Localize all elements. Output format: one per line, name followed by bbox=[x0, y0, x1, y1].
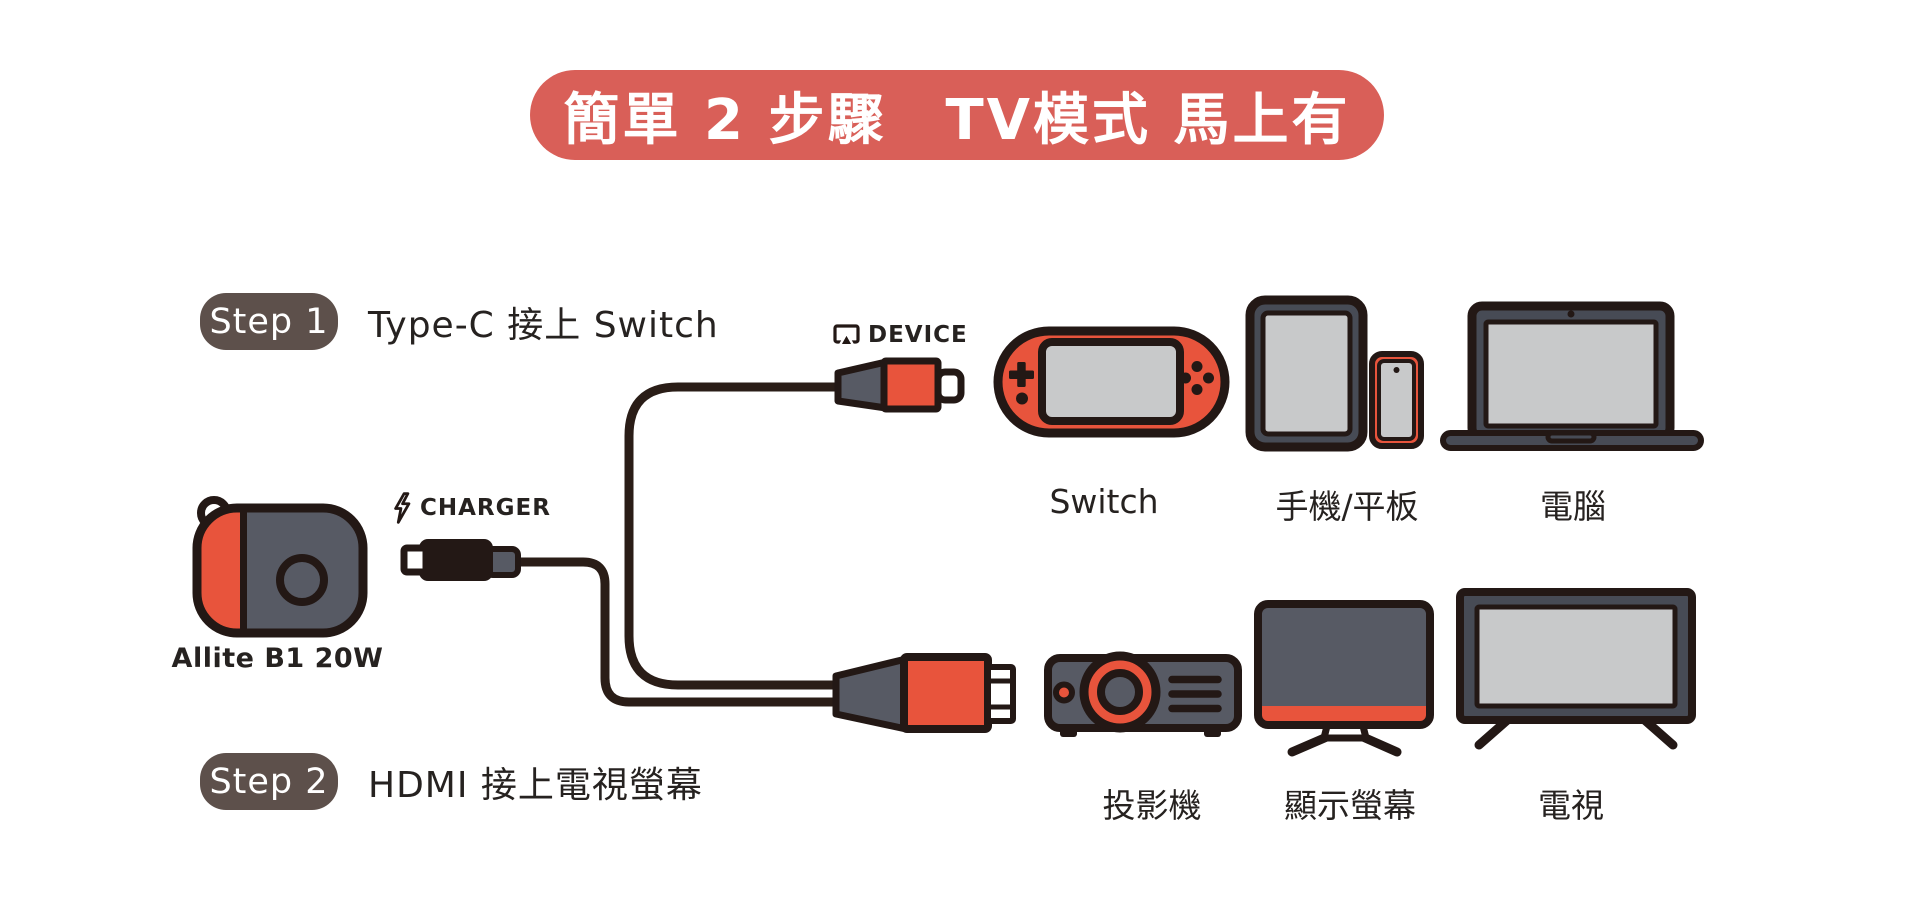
tablet-illustration bbox=[1245, 295, 1368, 452]
laptop-illustration bbox=[1440, 301, 1704, 451]
cable-charger-branch bbox=[509, 557, 850, 707]
projector-illustration bbox=[1044, 651, 1242, 737]
device-cable-label-text: DEVICE bbox=[868, 322, 968, 348]
charger-button bbox=[276, 554, 328, 606]
lightning-icon bbox=[394, 492, 411, 524]
switch-caption: Switch bbox=[1049, 482, 1159, 521]
cast-icon bbox=[833, 323, 860, 346]
cable-device-branch bbox=[624, 382, 850, 690]
projector-vents bbox=[1168, 675, 1222, 713]
projector-led-dot bbox=[1053, 681, 1075, 704]
title-banner: 簡單 2 步驟 TV模式 馬上有 bbox=[530, 70, 1384, 160]
switch-buttons bbox=[1180, 361, 1214, 395]
monitor-caption: 顯示螢幕 bbox=[1284, 786, 1416, 825]
projector-caption: 投影機 bbox=[1102, 786, 1202, 825]
computer-caption: 電腦 bbox=[1540, 487, 1606, 526]
step2-badge-text: Step 2 bbox=[209, 761, 329, 802]
step1-badge-text: Step 1 bbox=[209, 301, 329, 342]
device-cable-label: DEVICE bbox=[833, 322, 968, 348]
step1-badge: Step 1 bbox=[200, 293, 338, 350]
tv-caption: 電視 bbox=[1538, 786, 1604, 825]
step2-badge: Step 2 bbox=[200, 753, 338, 810]
charger-plug-illustration bbox=[400, 539, 521, 581]
monitor-illustration bbox=[1254, 600, 1434, 757]
hdmi-connector-illustration bbox=[832, 653, 1016, 733]
typec-connector-illustration bbox=[834, 357, 965, 413]
charger-caption: Allite B1 20W bbox=[171, 643, 384, 674]
switch-screen bbox=[1038, 338, 1184, 425]
charger-illustration bbox=[192, 496, 368, 638]
charger-cable-label-text: CHARGER bbox=[420, 495, 551, 521]
phone-illustration bbox=[1369, 351, 1424, 449]
tv-illustration bbox=[1456, 588, 1696, 750]
step1-label: Type-C 接上 Switch bbox=[368, 304, 719, 346]
laptop-camera-dot bbox=[1567, 310, 1575, 318]
title-text: 簡單 2 步驟 TV模式 馬上有 bbox=[563, 87, 1351, 153]
switch-illustration bbox=[993, 326, 1230, 438]
charger-cable-label: CHARGER bbox=[392, 492, 551, 524]
phone-camera-dot bbox=[1393, 367, 1400, 373]
step2-label: HDMI 接上電視螢幕 bbox=[368, 764, 703, 806]
phone-tablet-caption: 手機/平板 bbox=[1275, 487, 1419, 526]
